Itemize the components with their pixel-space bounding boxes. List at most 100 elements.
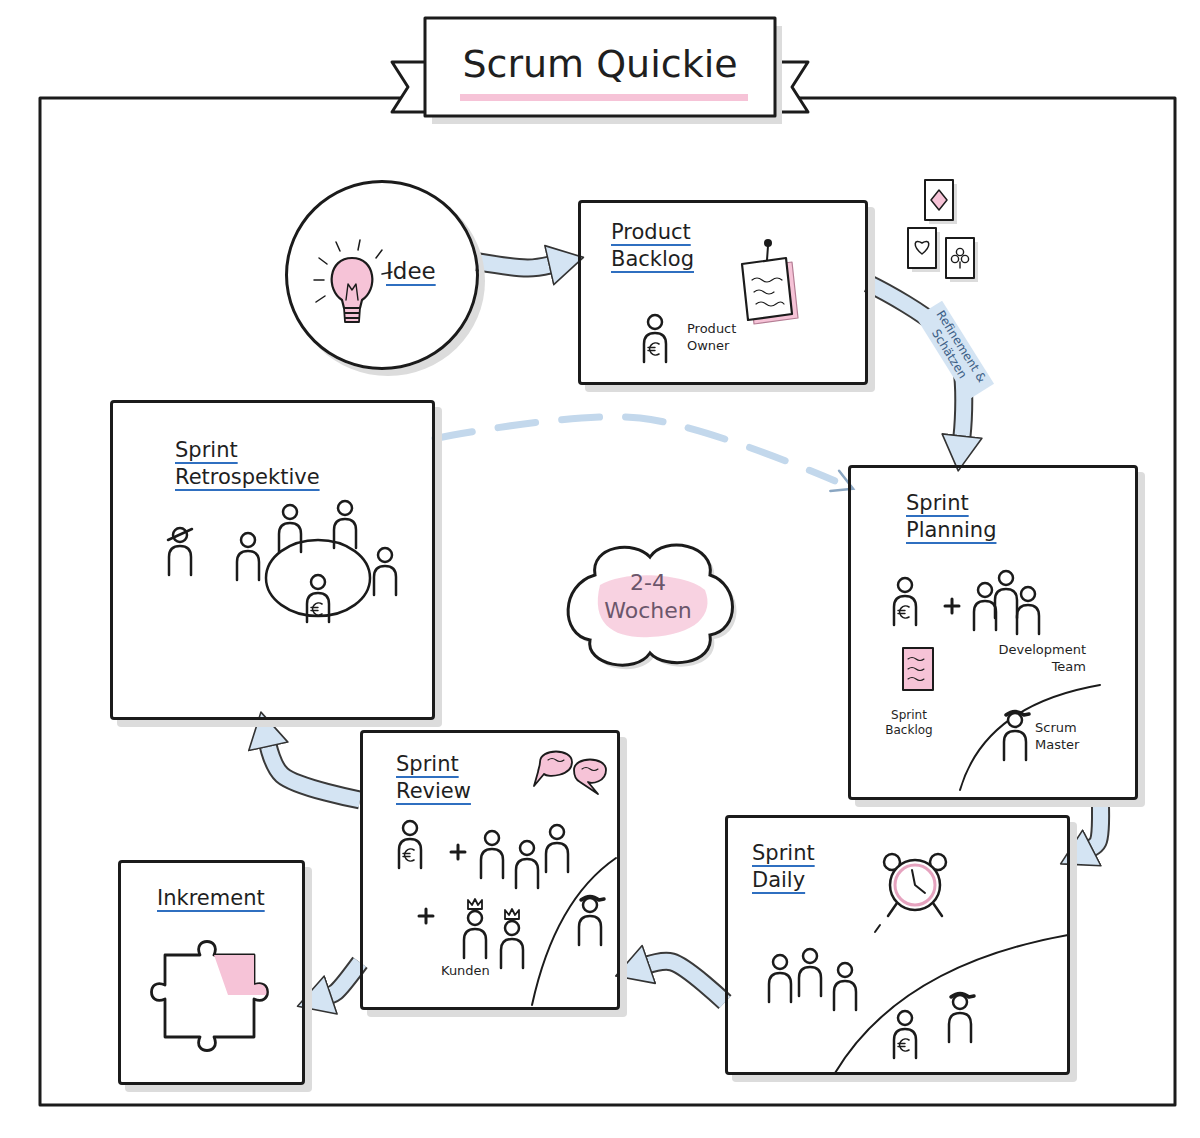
role-label: Product Owner <box>687 321 777 354</box>
person-head <box>803 949 817 963</box>
event-box: Sprint ReviewKunden <box>360 730 620 1010</box>
person-figure <box>579 916 601 945</box>
event-box: Sprint Retrospektive <box>110 400 435 720</box>
clock-hands <box>912 870 925 893</box>
filament <box>346 284 358 300</box>
title-highlight <box>460 94 748 101</box>
person-head <box>1008 713 1022 727</box>
person-head <box>898 1011 912 1025</box>
euro-symbol <box>648 348 655 351</box>
timebox-cloud: 2-4 Wochen <box>555 535 740 670</box>
speech-bubble <box>534 752 572 787</box>
node-heading: Sprint Review <box>396 751 516 805</box>
person-figure <box>481 849 503 878</box>
dashed-connector <box>435 417 835 481</box>
flow-arrow <box>268 745 360 800</box>
person-head <box>485 831 499 845</box>
person-figure <box>894 1029 916 1058</box>
euro-symbol <box>311 608 318 611</box>
light-ray <box>336 242 340 251</box>
connector-outline <box>268 745 360 800</box>
card-diamond <box>931 190 947 210</box>
person-figure <box>464 929 486 958</box>
lightbulb-base <box>344 308 360 322</box>
notepad <box>742 258 792 320</box>
euro-symbol <box>898 611 905 614</box>
card-club <box>961 255 968 262</box>
puzzle-highlight <box>214 955 267 995</box>
round-table <box>266 540 370 616</box>
person-figure <box>334 519 356 548</box>
card-club <box>956 248 963 255</box>
backlog-box: Product BacklogProduct Owner <box>578 200 868 385</box>
scrum-master-cap <box>1006 712 1029 716</box>
clock-face <box>895 865 935 905</box>
banner <box>425 18 775 116</box>
person-head <box>1021 587 1035 601</box>
notepad-lines <box>752 278 784 306</box>
person-head <box>505 921 519 935</box>
person-head <box>283 505 297 519</box>
euro-symbol <box>650 343 659 355</box>
light-ray <box>314 279 324 281</box>
light-ray <box>376 250 382 258</box>
speech-bubble <box>574 760 606 795</box>
person-figure <box>374 566 396 595</box>
person-head <box>338 501 352 515</box>
euro-symbol <box>900 606 909 618</box>
node-heading: Inkrement <box>157 885 292 912</box>
diagram-title: Scrum Quickie <box>425 42 775 86</box>
playing-card <box>925 180 953 220</box>
person-figure <box>799 967 821 996</box>
event-box: Sprint Daily <box>725 815 1070 1075</box>
light-ray <box>316 296 325 302</box>
person-figure <box>399 839 421 868</box>
person-figure <box>1017 605 1039 634</box>
plus-sign <box>945 599 959 613</box>
light-ray <box>358 240 360 250</box>
person-head <box>953 995 967 1009</box>
person-figure <box>279 523 301 552</box>
flow-arrow <box>648 961 725 1002</box>
edge-label: Refinement & Schätzen <box>916 300 994 399</box>
person-head <box>520 841 534 855</box>
euro-symbol <box>403 854 410 857</box>
flow-arrow <box>330 962 360 995</box>
node-heading: Sprint Planning <box>906 490 1036 544</box>
person-head <box>898 578 912 592</box>
euro-symbol <box>898 1044 905 1047</box>
connector-outline <box>330 962 360 995</box>
connector-body <box>330 962 360 995</box>
crown <box>505 909 519 919</box>
euro-symbol <box>313 603 322 615</box>
pin <box>767 246 768 260</box>
person-head <box>838 963 852 977</box>
person-figure <box>644 333 666 362</box>
connector-outline <box>477 262 550 268</box>
outer-frame <box>40 98 1175 1105</box>
cross-line <box>168 529 192 540</box>
euro-symbol <box>405 849 414 861</box>
tick-line <box>875 925 880 932</box>
alarm-clock <box>890 860 940 910</box>
connector-body <box>268 745 360 800</box>
artwork <box>40 18 1175 1105</box>
person-figure <box>769 973 791 1002</box>
node-heading: Product Backlog <box>611 219 746 273</box>
person-head <box>311 575 325 589</box>
person-head <box>978 583 992 597</box>
person-head <box>773 955 787 969</box>
node-heading: Idee <box>386 257 466 286</box>
crown <box>468 899 482 909</box>
person-head <box>403 821 417 835</box>
sheet-lines <box>908 658 924 681</box>
euro-symbol <box>900 1039 909 1051</box>
person-figure <box>169 546 191 575</box>
plus-sign <box>419 909 433 923</box>
person-head <box>648 315 662 329</box>
team-boundary <box>532 858 616 1005</box>
person-figure <box>995 589 1017 618</box>
lightbulb <box>332 258 373 308</box>
person-figure <box>894 596 916 625</box>
